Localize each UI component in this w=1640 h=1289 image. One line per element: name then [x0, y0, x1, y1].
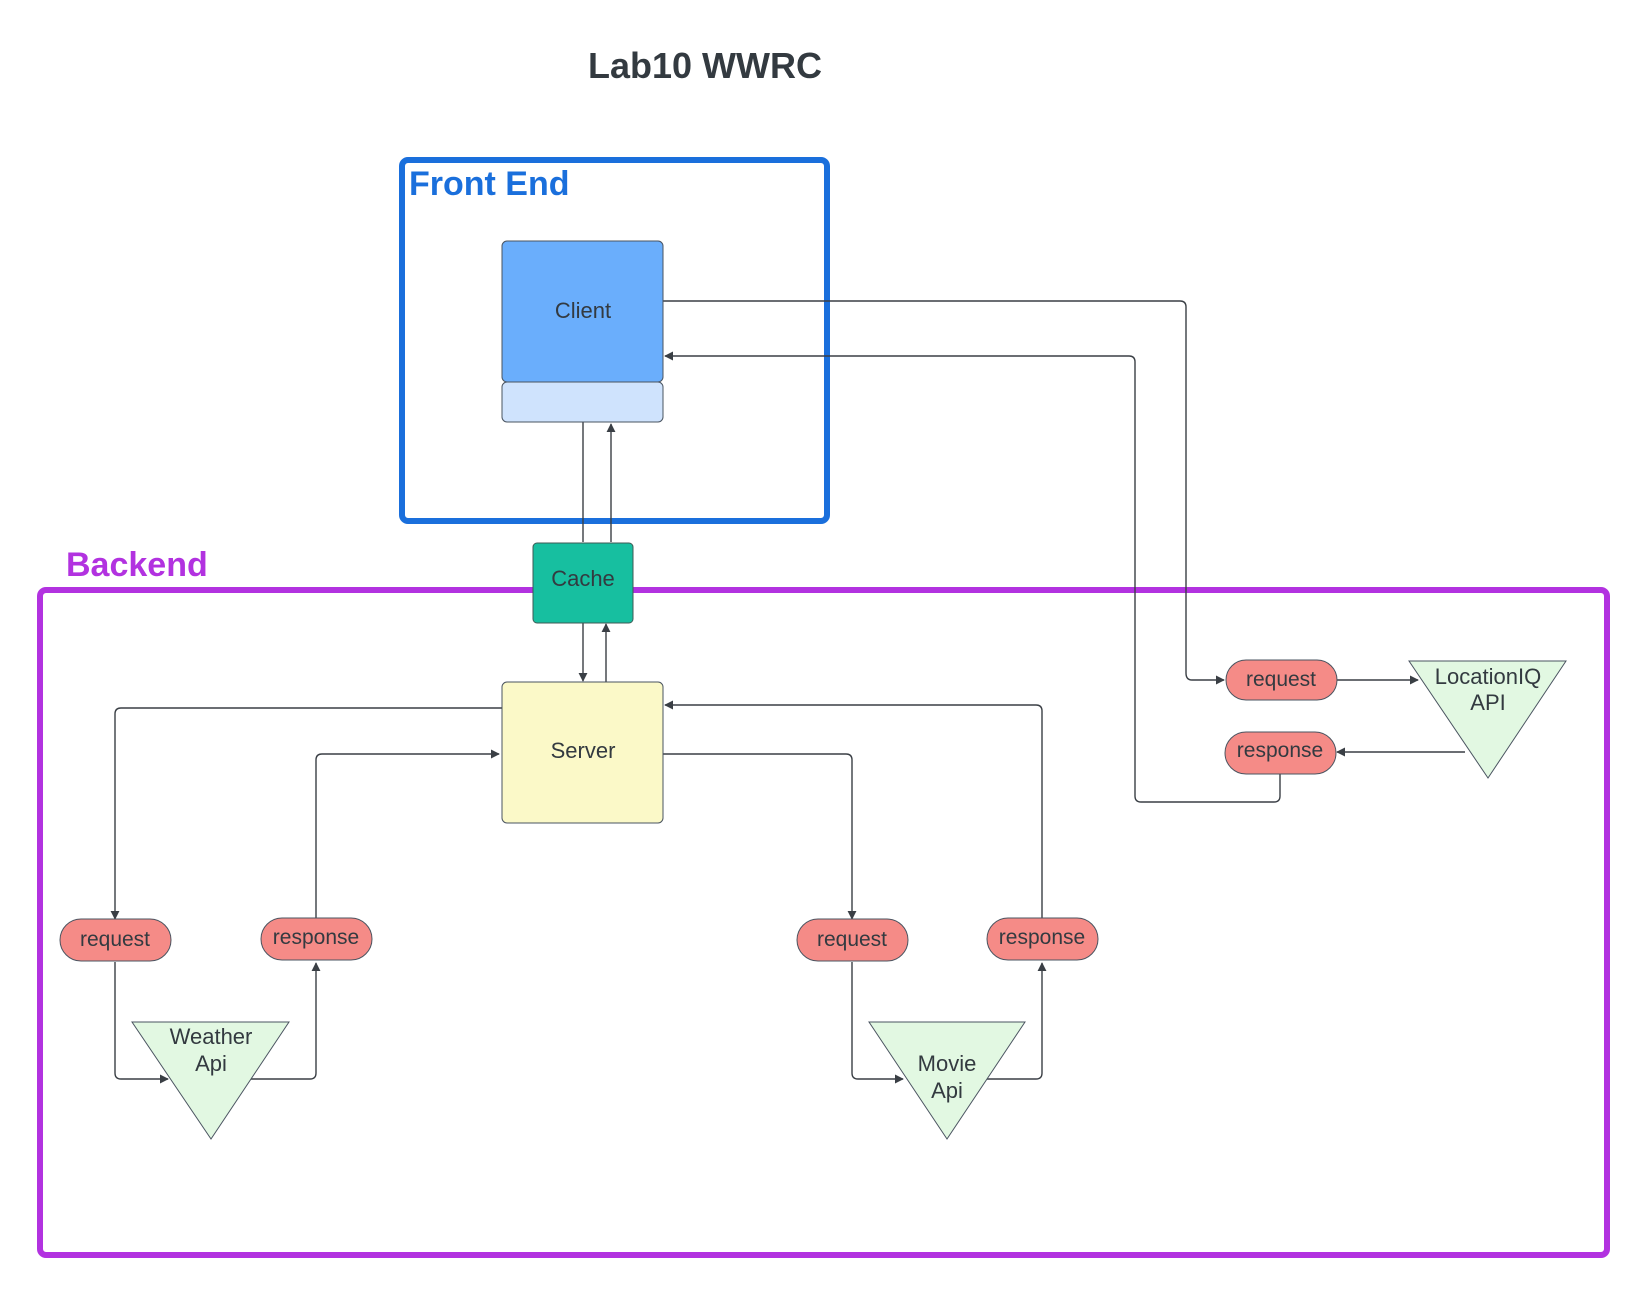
edge-client-to-location-request	[663, 300, 1225, 685]
weather-api-label-line2: Api	[195, 1051, 227, 1076]
movie-request-pill[interactable]: request	[796, 918, 909, 962]
movie-response-label: response	[999, 926, 1085, 949]
weather-api-node[interactable]: Weather Api	[131, 1021, 290, 1140]
client-node[interactable]: Client	[501, 240, 664, 423]
weather-api-triangle	[131, 1021, 290, 1140]
front-end-group-frame	[399, 157, 830, 524]
location-request-label: request	[1246, 668, 1316, 691]
location-api-label-line1: LocationIQ	[1435, 664, 1541, 689]
location-api-label-line2: API	[1470, 690, 1505, 715]
movie-api-label-line2: Api	[931, 1078, 963, 1103]
edge-location-response-to-client	[664, 351, 1281, 803]
backend-group-frame	[37, 587, 1610, 1258]
weather-response-pill[interactable]: response	[260, 917, 373, 961]
weather-request-label: request	[80, 928, 150, 951]
edge-movie-api-to-response	[987, 962, 1047, 1080]
cache-node-label: Cache	[551, 566, 615, 591]
edge-weather-response-to-server	[315, 749, 500, 918]
movie-api-node[interactable]: Movie Api	[868, 1021, 1026, 1140]
weather-api-label-line1: Weather	[170, 1024, 253, 1049]
server-node-body	[501, 681, 664, 824]
client-node-panel	[501, 381, 664, 423]
location-response-label: response	[1237, 739, 1323, 762]
server-node-label: Server	[551, 738, 616, 763]
server-node[interactable]: Server	[501, 681, 664, 824]
location-request-pill[interactable]: request	[1225, 659, 1338, 701]
weather-response-label: response	[273, 926, 359, 949]
edge-weather-api-to-response	[250, 962, 321, 1080]
cache-node-body	[532, 542, 634, 624]
movie-response-pill[interactable]: response	[986, 917, 1099, 961]
movie-api-triangle	[868, 1021, 1026, 1140]
movie-api-label-line1: Movie	[918, 1051, 977, 1076]
edge-movie-request-to-api	[851, 962, 904, 1084]
edge-server-to-movie-request	[663, 753, 857, 920]
location-response-pill[interactable]: response	[1224, 731, 1337, 775]
edge-weather-request-to-api	[114, 962, 169, 1084]
client-node-label: Client	[555, 298, 611, 323]
edge-server-to-weather-request	[110, 707, 502, 920]
weather-request-pill[interactable]: request	[59, 918, 172, 962]
backend-group-label: Backend	[66, 546, 208, 584]
location-api-triangle	[1408, 660, 1567, 779]
movie-request-label: request	[817, 928, 887, 951]
location-api-node[interactable]: LocationIQ API	[1408, 660, 1567, 779]
front-end-group-label: Front End	[409, 165, 570, 203]
diagram-title: Lab10 WWRC	[588, 45, 822, 86]
edge-movie-response-to-server	[664, 700, 1043, 918]
cache-node[interactable]: Cache	[532, 542, 634, 624]
